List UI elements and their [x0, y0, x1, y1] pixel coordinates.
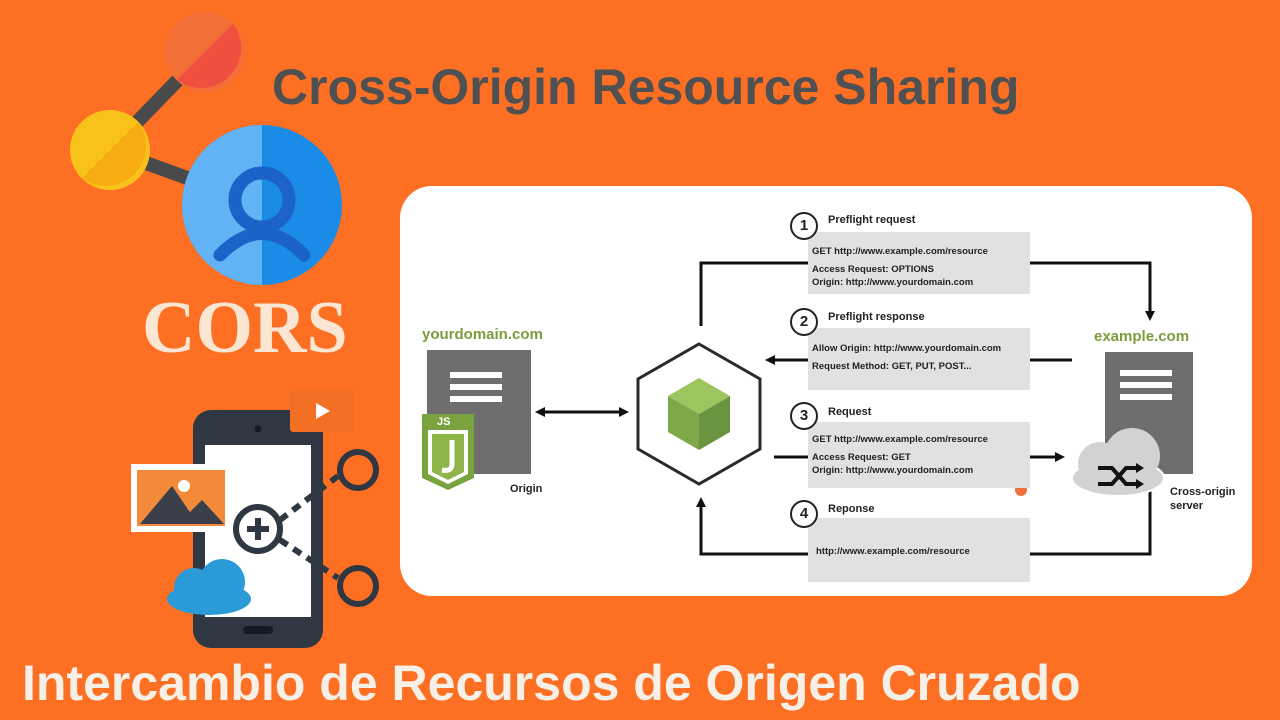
user-avatar-icon	[182, 125, 342, 285]
cross-origin-server-label-2: server	[1170, 500, 1204, 512]
left-illustration	[70, 12, 379, 648]
step-1-line-3: Origin: http://www.yourdomain.com	[812, 277, 974, 288]
share-node-yellow-icon	[70, 110, 150, 190]
step-1-number: 1	[790, 212, 818, 240]
cors-diagram-panel: 1 Preflight request GET http://www.examp…	[400, 186, 1252, 596]
video-play-icon	[290, 390, 354, 432]
step-4-title: Reponse	[828, 503, 875, 515]
step-4-number: 4	[790, 500, 818, 528]
proxy-cube-icon	[636, 342, 762, 486]
step-1-line-1: GET http://www.example.com/resource	[812, 246, 988, 257]
step-3-number: 3	[790, 402, 818, 430]
javascript-badge-icon	[422, 414, 474, 490]
server-domain-label: example.com	[1094, 328, 1190, 345]
step-3-line-3: Origin: http://www.yourdomain.com	[812, 465, 974, 476]
step-3-line-1: GET http://www.example.com/resource	[812, 434, 988, 445]
step-1-line-2: Access Request: OPTIONS	[812, 264, 934, 275]
step-2-title: Preflight response	[828, 311, 925, 323]
js-badge-text: JS	[437, 416, 451, 428]
step-2-line-1: Allow Origin: http://www.yourdomain.com	[812, 343, 1002, 354]
step-2-box	[808, 328, 1030, 390]
step-3-title: Request	[828, 406, 872, 418]
step-4-line-1: http://www.example.com/resource	[816, 546, 970, 557]
page-title: Cross-Origin Resource Sharing	[272, 59, 1020, 115]
step-4-box	[808, 518, 1030, 582]
step-2-line-2: Request Method: GET, PUT, POST...	[812, 361, 972, 372]
step-1-box	[808, 232, 1030, 294]
share-node-red-icon	[165, 12, 245, 92]
step-3-line-2: Access Request: GET	[812, 452, 911, 463]
origin-domain-label: yourdomain.com	[422, 326, 543, 343]
cross-origin-server-label-1: Cross-origin	[1170, 486, 1236, 498]
diagram-connectors	[422, 261, 1193, 556]
page-subtitle: Intercambio de Recursos de Origen Cruzad…	[22, 655, 1081, 711]
cors-logo-text: CORS	[142, 287, 348, 369]
step-2-number: 2	[790, 308, 818, 336]
origin-label: Origin	[510, 483, 543, 495]
step-1-title: Preflight request	[828, 214, 916, 226]
image-picture-icon	[131, 464, 231, 532]
add-connect-icon	[233, 449, 379, 607]
cloud-shuffle-icon	[1071, 428, 1165, 497]
step-3-box	[808, 422, 1030, 488]
cloud-icon	[167, 559, 251, 615]
